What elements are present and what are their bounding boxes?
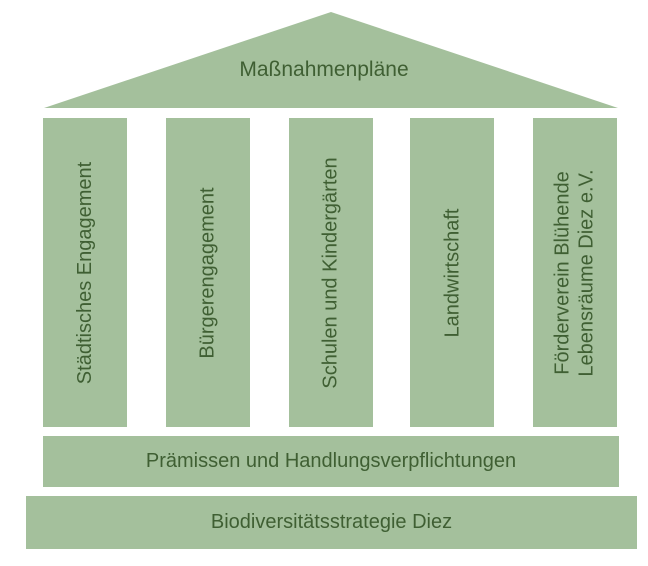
pillar-label: Landwirtschaft: [441, 208, 463, 337]
pillar-label: Bürgerengagement: [197, 186, 220, 359]
foundation-label: Biodiversitätsstrategie Diez: [210, 511, 453, 533]
pillar-staedtisches-engagement: Städtisches Engagement: [43, 118, 127, 427]
pillar-label-line1: Förderverein Blühende: [552, 170, 575, 375]
pillar-schulen-kindergaerten: Schulen und Kindergärten: [289, 118, 373, 427]
foundation-bar: Biodiversitätsstrategie Diez: [26, 496, 637, 549]
premises-label: Prämissen und Handlungsverpflichtungen: [145, 450, 517, 472]
pillar-label: Schulen und Kindergärten: [320, 156, 342, 389]
roof-label: Maßnahmenpläne: [239, 58, 409, 81]
pillar-label: Städtisches Engagement: [74, 161, 96, 384]
pillar-label-line2: Lebensräume Diez e.V.: [576, 168, 599, 377]
premises-bar: Prämissen und Handlungsverpflichtungen: [43, 436, 619, 487]
roof-triangle: [44, 12, 618, 108]
pillar-buergerengagement: Bürgerengagement: [166, 118, 250, 427]
pillar-landwirtschaft: Landwirtschaft: [410, 118, 494, 427]
